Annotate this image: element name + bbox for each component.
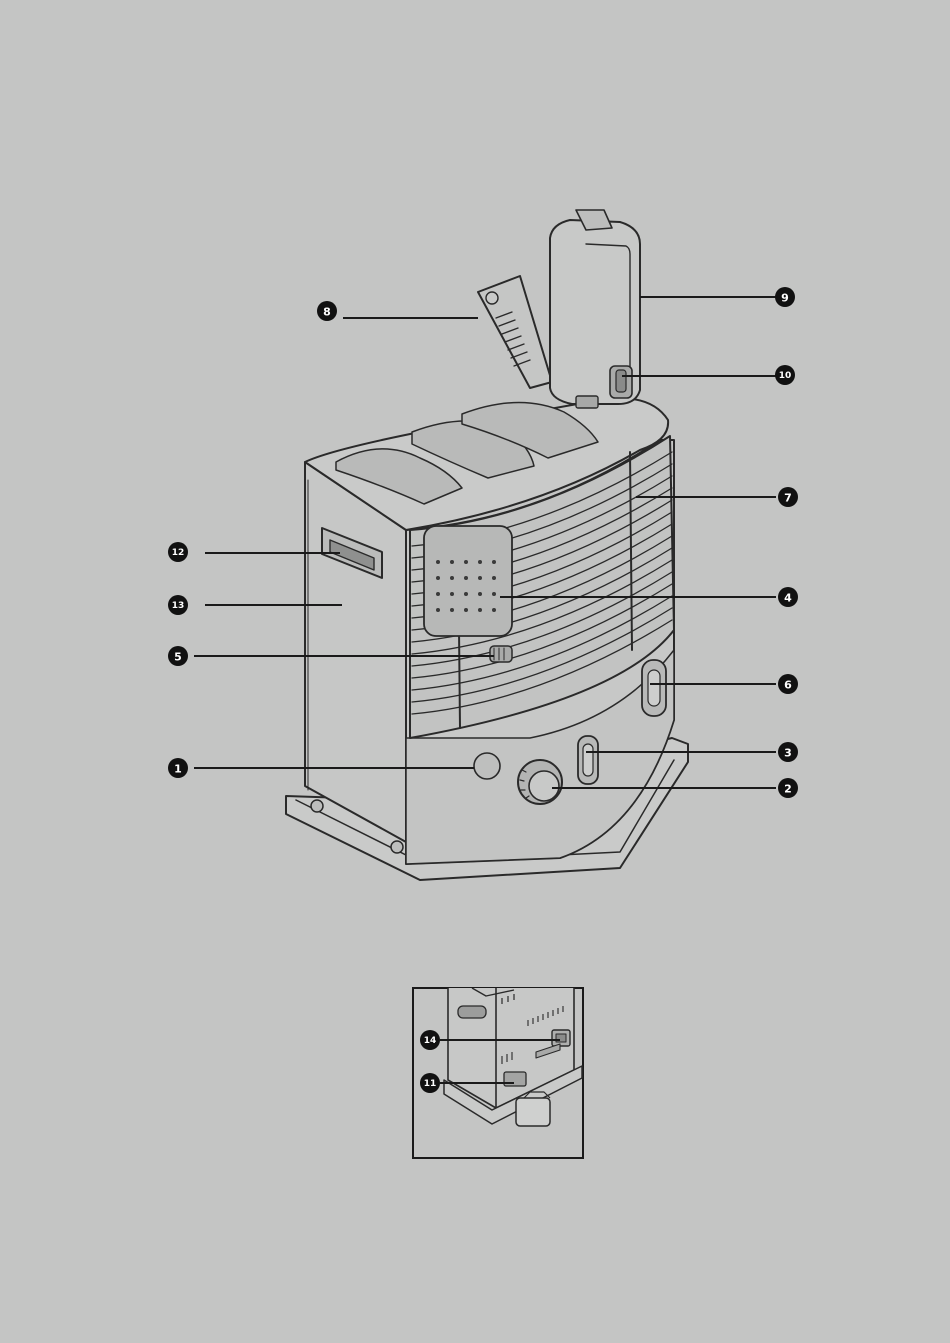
- callout-9: 9: [775, 287, 795, 307]
- callout-6-label: 6: [784, 679, 792, 692]
- callout-2: 2: [778, 778, 798, 798]
- tank-cap: [610, 366, 632, 398]
- base-screw-right: [391, 841, 403, 853]
- callout-2-label: 2: [784, 783, 792, 796]
- inset-handle: [458, 1006, 486, 1018]
- callout-14-label: 14: [424, 1036, 437, 1046]
- callout-14: 14: [420, 1030, 440, 1050]
- callout-13: 13: [168, 595, 188, 615]
- callout-7: 7: [778, 487, 798, 507]
- callout-5-label: 5: [174, 651, 182, 664]
- callout-4-label: 4: [784, 592, 792, 605]
- callout-11-label: 11: [424, 1079, 437, 1089]
- callout-5: 5: [168, 646, 188, 666]
- base-screw-left: [311, 800, 323, 812]
- callout-8-label: 8: [323, 306, 331, 319]
- callout-11: 11: [420, 1073, 440, 1093]
- callout-12-label: 12: [172, 548, 185, 558]
- inset-plug: [516, 1098, 550, 1126]
- callout-8: 8: [317, 301, 337, 321]
- round-marker: [474, 753, 500, 779]
- callout-3: 3: [778, 742, 798, 762]
- callout-10-label: 10: [779, 371, 792, 381]
- callout-12: 12: [168, 542, 188, 562]
- callout-1-label: 1: [174, 763, 182, 776]
- side-window-inner: [648, 670, 660, 706]
- callout-9-label: 9: [781, 292, 789, 305]
- heater-illustration: [286, 210, 688, 880]
- callout-1: 1: [168, 758, 188, 778]
- callout-10: 10: [775, 365, 795, 385]
- control-knob: [518, 760, 562, 804]
- callout-3-label: 3: [784, 747, 792, 760]
- callout-7-label: 7: [784, 492, 792, 505]
- tank-lid: [478, 276, 552, 388]
- rear-view-inset: [413, 986, 583, 1158]
- callout-4: 4: [778, 587, 798, 607]
- callout-13-label: 13: [172, 601, 185, 611]
- ignition-lever: [490, 646, 512, 662]
- fuel-gauge-inner: [583, 744, 593, 776]
- callout-6: 6: [778, 674, 798, 694]
- burner-window: [424, 526, 512, 636]
